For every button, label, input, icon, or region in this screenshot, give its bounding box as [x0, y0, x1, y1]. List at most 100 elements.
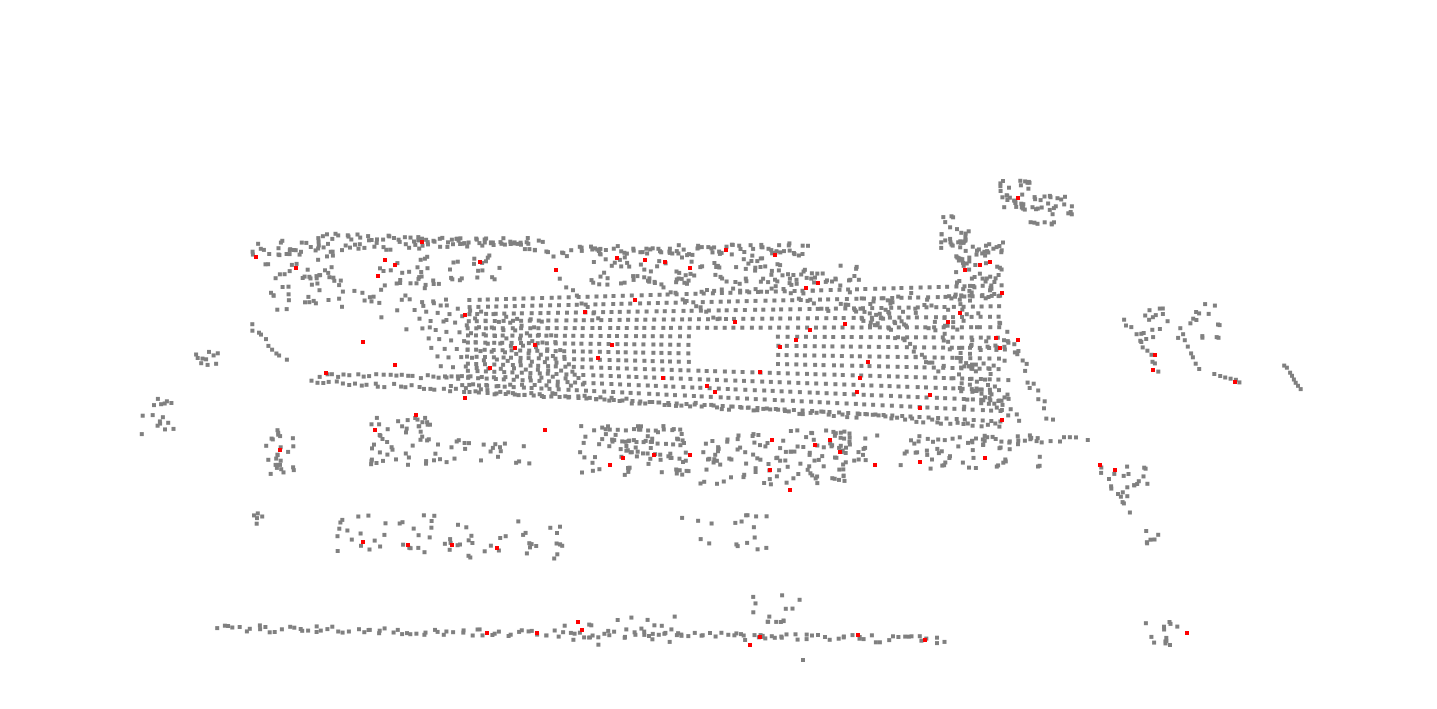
cloud-point — [677, 456, 682, 461]
cloud-point — [940, 355, 945, 360]
cloud-point — [823, 381, 828, 386]
cloud-point — [988, 288, 992, 293]
cloud-point — [889, 327, 893, 332]
cloud-point — [1150, 315, 1155, 320]
cloud-point — [886, 345, 891, 349]
cloud-point — [200, 356, 205, 361]
cloud-point — [941, 338, 946, 343]
cloud-point — [479, 375, 484, 379]
cloud-point — [482, 347, 487, 352]
cloud-point — [397, 239, 402, 244]
cloud-point — [278, 462, 282, 467]
cloud-point — [645, 251, 650, 256]
cloud-point — [761, 276, 766, 281]
cloud-point — [686, 278, 691, 283]
cloud-point — [655, 441, 660, 446]
cloud-point — [1022, 438, 1027, 443]
cloud-point — [491, 375, 496, 380]
cloud-point — [939, 449, 944, 454]
cloud-point — [512, 296, 517, 301]
cloud-point — [583, 302, 588, 307]
cloud-point — [277, 272, 282, 277]
cloud-point — [838, 435, 843, 440]
cloud-point — [291, 444, 296, 449]
cloud-point — [287, 248, 292, 253]
cloud-point — [382, 626, 387, 631]
cloud-point — [622, 250, 627, 255]
cloud-point — [823, 635, 827, 639]
cloud-point — [697, 377, 702, 382]
cloud-point — [943, 294, 948, 299]
cloud-point — [831, 325, 836, 330]
cloud-point — [1149, 352, 1154, 357]
cloud-point — [452, 456, 457, 461]
cloud-point — [971, 455, 976, 460]
cloud-point — [606, 350, 611, 354]
cloud-point — [408, 632, 413, 637]
cloud-point — [400, 632, 405, 637]
cloud-point — [702, 479, 707, 484]
cloud-point — [483, 369, 488, 374]
highlight-point — [661, 376, 665, 380]
cloud-point — [745, 396, 749, 401]
cloud-point — [831, 414, 836, 418]
cloud-point — [547, 386, 552, 391]
cloud-point — [340, 304, 344, 309]
cloud-point — [1190, 355, 1195, 360]
cloud-point — [796, 253, 801, 258]
cloud-point — [313, 248, 318, 253]
cloud-point — [934, 405, 939, 410]
cloud-point — [680, 438, 685, 443]
cloud-point — [655, 301, 660, 305]
cloud-point — [492, 362, 497, 367]
cloud-point — [710, 250, 715, 255]
cloud-point — [962, 404, 967, 409]
cloud-point — [867, 354, 872, 359]
cloud-point — [707, 541, 712, 546]
cloud-point — [476, 376, 481, 381]
cloud-point — [615, 342, 620, 347]
cloud-point — [775, 262, 780, 267]
cloud-point — [341, 372, 346, 377]
cloud-point — [478, 387, 483, 392]
cloud-point — [671, 317, 676, 322]
cloud-point — [347, 383, 352, 387]
cloud-point — [597, 341, 602, 346]
cloud-point — [873, 286, 878, 291]
cloud-point — [936, 437, 941, 442]
cloud-point — [638, 427, 643, 432]
cloud-point — [870, 412, 875, 417]
cloud-point — [356, 372, 361, 377]
cloud-point — [563, 394, 568, 399]
cloud-point — [441, 319, 446, 324]
highlight-point — [843, 322, 847, 326]
cloud-point — [309, 378, 314, 383]
cloud-point — [362, 298, 367, 303]
cloud-point — [540, 296, 545, 300]
cloud-point — [645, 383, 650, 388]
cloud-point — [421, 513, 426, 518]
cloud-point — [850, 325, 855, 330]
cloud-point — [537, 378, 542, 383]
cloud-point — [733, 308, 738, 313]
cloud-point — [407, 245, 412, 250]
cloud-point — [369, 422, 374, 427]
cloud-point — [675, 468, 680, 473]
cloud-point — [803, 362, 808, 367]
cloud-point — [807, 450, 812, 455]
cloud-point — [571, 288, 575, 293]
cloud-point — [667, 250, 672, 255]
cloud-point — [587, 395, 592, 400]
cloud-point — [868, 373, 873, 378]
cloud-point — [380, 437, 385, 441]
cloud-point — [718, 299, 723, 304]
cloud-point — [476, 390, 481, 395]
cloud-point — [791, 476, 796, 481]
cloud-point — [425, 420, 430, 425]
cloud-point — [786, 409, 791, 414]
cloud-point — [639, 626, 644, 631]
cloud-point — [388, 372, 393, 377]
cloud-point — [617, 374, 621, 379]
cloud-point — [487, 253, 492, 258]
cloud-point — [643, 438, 648, 443]
